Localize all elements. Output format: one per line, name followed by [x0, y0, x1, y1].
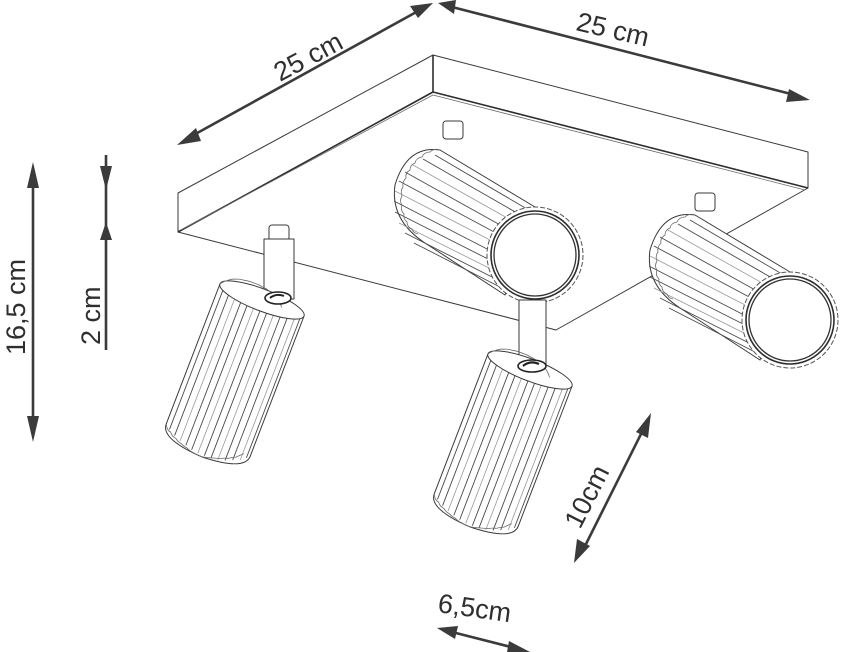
dimension-plate-thickness: 2 cm: [76, 155, 112, 350]
dimension-shade-length: 10cm: [559, 413, 651, 563]
dimension-label-shade-diameter: 6,5cm: [436, 588, 513, 628]
spotlight-front: [427, 299, 578, 544]
spotlight-front-left: [159, 224, 310, 474]
dimension-total-height: 16,5 cm: [1, 162, 39, 442]
dimension-label-plate-width: 25 cm: [574, 7, 652, 53]
spotlight-right: [648, 192, 839, 369]
spotlight-back: [393, 120, 584, 304]
dimension-shade-diameter: 6,5cm: [436, 588, 530, 652]
dimension-label-plate-depth: 25 cm: [269, 26, 348, 87]
dimension-label-total-height: 16,5 cm: [1, 259, 31, 355]
dimension-label-plate-thickness: 2 cm: [76, 286, 106, 345]
dimension-label-shade-length: 10cm: [559, 460, 616, 532]
